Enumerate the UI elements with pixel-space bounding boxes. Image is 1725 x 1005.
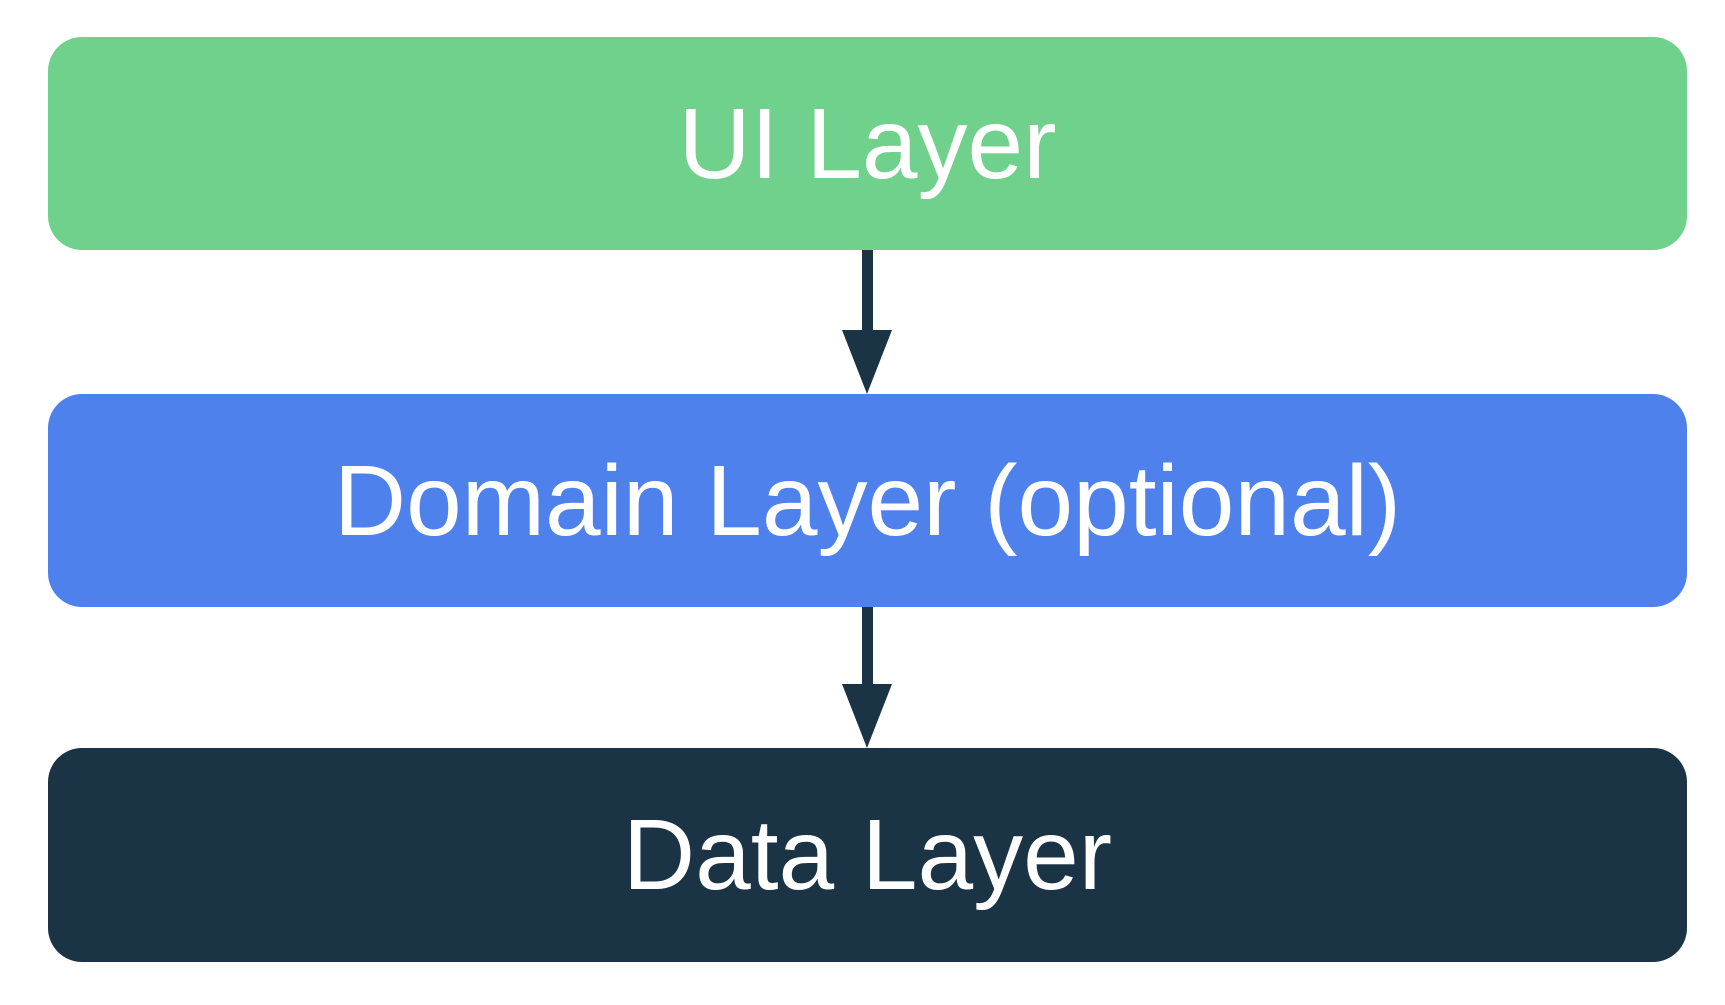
- arrow-down-icon: [842, 330, 892, 394]
- ui-layer-box: UI Layer: [48, 37, 1687, 250]
- arrow-domain-to-data: [842, 607, 892, 748]
- arrow-shaft: [861, 250, 873, 330]
- arrow-down-icon: [842, 684, 892, 748]
- domain-layer-label: Domain Layer (optional): [333, 444, 1402, 557]
- domain-layer-box: Domain Layer (optional): [48, 394, 1687, 607]
- data-layer-box: Data Layer: [48, 748, 1687, 962]
- ui-layer-label: UI Layer: [678, 87, 1057, 200]
- arrow-shaft: [861, 607, 873, 684]
- arrow-ui-to-domain: [842, 250, 892, 394]
- data-layer-label: Data Layer: [622, 799, 1113, 911]
